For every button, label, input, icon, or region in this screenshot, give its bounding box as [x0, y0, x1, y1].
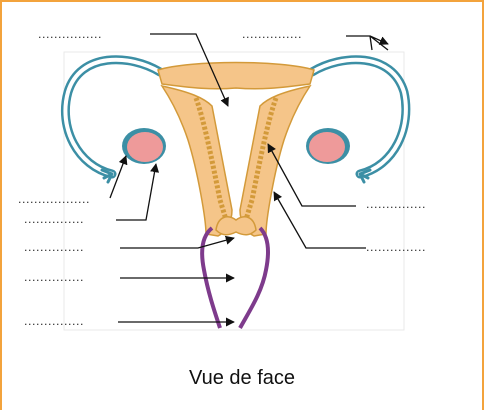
blank-label-7: ............... — [366, 241, 426, 254]
arrow-fallopian-tube — [346, 36, 388, 50]
left-ovary — [122, 128, 166, 164]
uterus-fundus — [158, 63, 314, 89]
cervix — [216, 217, 256, 235]
blank-label-8: ............... — [24, 271, 84, 284]
blank-label-9: ............... — [24, 315, 84, 328]
diagram-caption: Vue de face — [189, 367, 295, 389]
blank-label-6: ............... — [24, 241, 84, 254]
blank-label-1: ................ — [38, 28, 102, 41]
blank-label-4: ............... — [24, 213, 84, 226]
right-ovary — [306, 128, 350, 164]
drawing-panel — [64, 52, 404, 330]
blank-label-3: .................. — [18, 193, 90, 206]
blank-label-2: ............... — [242, 28, 302, 41]
blank-label-5: ............... — [366, 198, 426, 211]
